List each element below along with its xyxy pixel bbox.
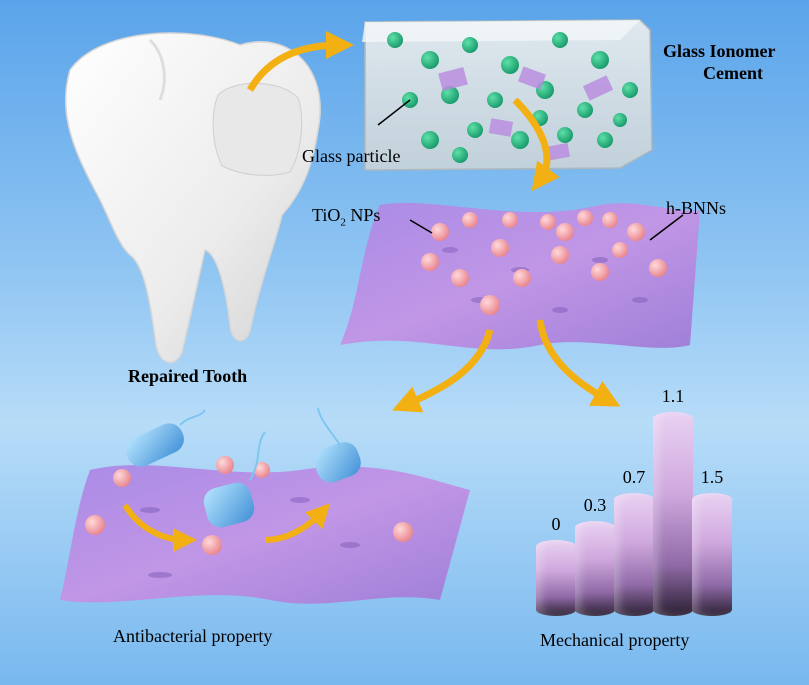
- tio2-subscript: 2: [340, 216, 346, 229]
- bar-0.3: [575, 521, 615, 616]
- bar-label-1.5: 1.5: [700, 466, 724, 487]
- glass-particles: [387, 32, 638, 163]
- glass-particle-label: Glass particle: [302, 146, 401, 166]
- tio2-label: TiO2 NPs: [312, 205, 380, 229]
- bar-label-0.7: 0.7: [622, 466, 646, 487]
- glass-ionomer-block: [362, 19, 653, 171]
- bacterium-2: [203, 431, 266, 528]
- h-bnns-label: h-BNNs: [666, 198, 727, 218]
- tio2-leader: [409, 219, 433, 234]
- bar-1.1: [653, 411, 693, 616]
- arrow-tooth-to-cement: [246, 31, 354, 92]
- hbnn-leader: [649, 214, 684, 241]
- arrow-cement-to-sheet: [512, 97, 560, 192]
- arrow-bacteria-2: [264, 503, 331, 543]
- bottom-nanoparticles: [85, 456, 413, 555]
- tooth: [64, 32, 321, 364]
- bar-label-0: 0: [551, 514, 561, 534]
- arrow-bacteria-1: [122, 503, 197, 552]
- bar-label-1.1: 1.1: [661, 385, 685, 406]
- tio2-nanoparticles: [421, 210, 667, 315]
- arrow-to-antibacterial: [392, 329, 494, 413]
- glass-ionomer-cement-label: Glass Ionomer Cement: [663, 40, 776, 84]
- glass-ionomer-line-1: Glass Ionomer: [663, 41, 776, 61]
- bar-0.7: [614, 492, 654, 616]
- glass-ionomer-line-2: Cement: [703, 63, 763, 83]
- bar-0: [536, 540, 576, 616]
- bnn-flakes: [438, 66, 614, 161]
- bacterium-3: [314, 407, 361, 483]
- bottom-sheet: [60, 465, 470, 604]
- bacterium-1: [126, 409, 206, 467]
- repaired-tooth-label: Repaired Tooth: [128, 366, 248, 386]
- antibacterial-property-label: Antibacterial property: [113, 626, 273, 646]
- bar-1.5: [692, 492, 732, 616]
- arrow-to-mechanical: [536, 319, 621, 407]
- glass-particle-leader: [377, 99, 411, 126]
- bar-label-0.3: 0.3: [583, 495, 607, 515]
- tio2-main: TiO: [312, 205, 341, 225]
- tio2-rest: NPs: [345, 205, 381, 225]
- mechanical-property-label: Mechanical property: [540, 630, 690, 650]
